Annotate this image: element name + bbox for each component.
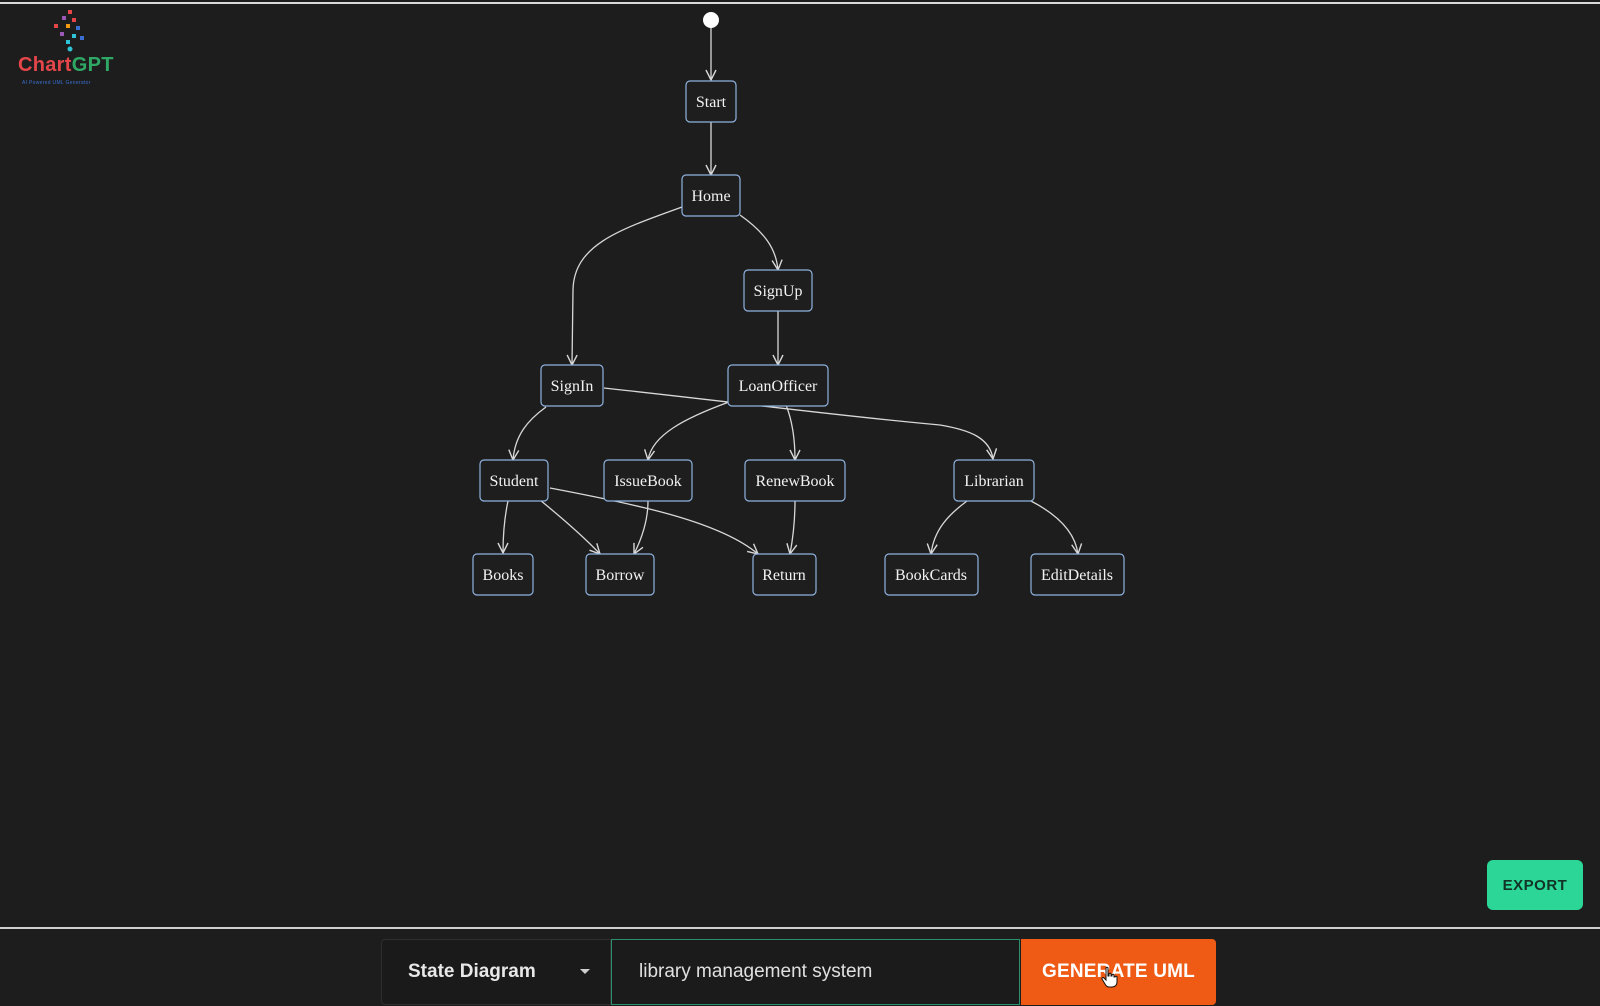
edge-student-borrow [539,499,600,554]
logo-mark-icon [54,10,84,52]
state-loanofficer[interactable]: LoanOfficer [727,364,829,407]
state-label: RenewBook [755,473,834,490]
prompt-toolbar: State Diagram GENERATE UML [0,929,1600,1006]
top-border [0,2,1600,4]
state-label: Borrow [596,567,645,584]
generate-uml-button[interactable]: GENERATE UML [1021,939,1216,1005]
state-label: Books [483,567,524,584]
hand-pointer-icon [1101,966,1118,988]
state-label: IssueBook [614,473,682,490]
export-button[interactable]: EXPORT [1487,860,1583,910]
state-label: Librarian [964,473,1024,490]
edge-renewbook-return [790,500,795,554]
state-editdetails[interactable]: EditDetails [1030,553,1125,596]
state-label: Return [762,567,806,584]
chevron-down-icon [580,969,590,974]
edge-signin-librarian [603,387,993,459]
diagram-type-select[interactable]: State Diagram [381,939,611,1005]
transitions [503,22,1078,554]
state-issuebook[interactable]: IssueBook [603,459,693,502]
edge-signin-student [513,406,547,460]
edge-home-signin [572,206,683,365]
app-logo[interactable]: ChartGPT AI Powered UML Generator [14,10,134,90]
state-librarian[interactable]: Librarian [953,459,1035,502]
state-label: SignIn [551,378,594,395]
edge-librarian-editdetails [1030,500,1078,554]
state-borrow[interactable]: Borrow [585,553,655,596]
logo-tagline: AI Powered UML Generator [22,80,91,86]
initial-state [703,12,719,28]
diagram-canvas: Start Home SignUp SignIn LoanOfficer Stu… [472,12,1125,596]
edge-loanofficer-renewbook [785,404,795,460]
state-label: EditDetails [1041,567,1113,584]
state-label: Student [490,473,539,490]
state-start[interactable]: Start [685,80,737,123]
edge-student-books [503,500,509,553]
prompt-input[interactable] [611,939,1020,1005]
edge-librarian-bookcards [931,500,968,554]
state-label: BookCards [895,567,967,584]
edge-student-return [549,487,758,554]
logo-wordmark: ChartGPT [18,54,114,76]
state-signin[interactable]: SignIn [540,364,604,407]
state-home[interactable]: Home [681,174,741,217]
state-label: LoanOfficer [739,378,818,395]
edge-issuebook-borrow [634,500,649,554]
state-books[interactable]: Books [472,553,534,596]
edge-home-signup [739,214,778,270]
state-renewbook[interactable]: RenewBook [744,459,846,502]
state-student[interactable]: Student [479,459,549,502]
state-return[interactable]: Return [752,553,817,596]
toolbar-divider [0,927,1600,929]
edge-loanofficer-issuebook [648,401,730,460]
uml-state-diagram: Start Home SignUp SignIn LoanOfficer Stu… [472,12,1125,596]
state-label: Start [696,94,727,111]
state-label: SignUp [754,283,803,300]
state-signup[interactable]: SignUp [743,269,813,312]
diagram-type-value: State Diagram [408,961,536,982]
state-bookcards[interactable]: BookCards [884,553,979,596]
state-label: Home [691,188,730,205]
